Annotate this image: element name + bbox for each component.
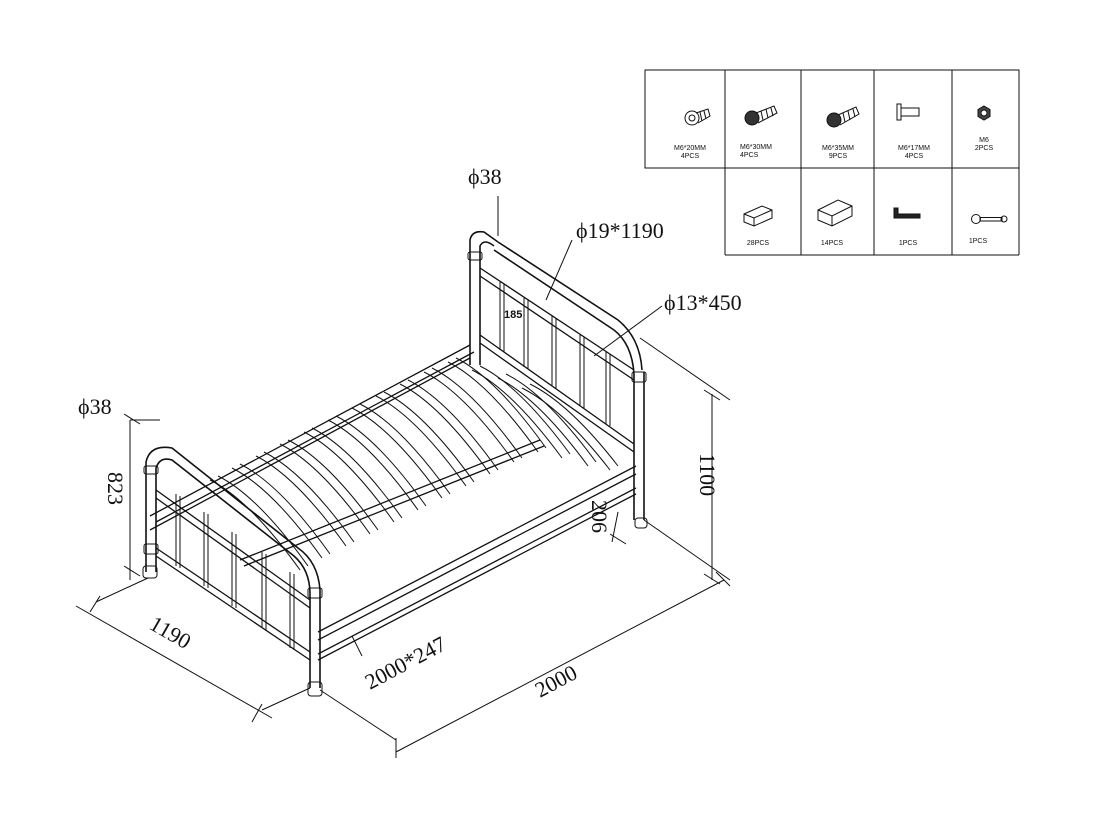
hardware-1-size: M6*20MM: [674, 145, 706, 152]
hardware-4-size: M6*17MM: [898, 145, 930, 152]
bolt-icon: [744, 105, 778, 126]
clearance-206-label: 206: [587, 500, 612, 533]
slat-cap-large-icon: [817, 199, 853, 227]
head-spindle-dimension-label: ϕ13*450: [664, 290, 742, 315]
length-2000-label: 2000: [531, 660, 582, 703]
hardware-table: [644, 69, 1020, 256]
hardware-2-size: M6*30MM: [740, 144, 772, 151]
hardware-5-qty: 2PCS: [975, 145, 994, 152]
hardware-9-qty: 1PCS: [969, 238, 988, 245]
hardware-4-qty: 4PCS: [905, 153, 924, 160]
slat-cap-small-icon: [743, 205, 773, 227]
bed-frame: [142, 230, 648, 697]
bolt-icon: [684, 108, 711, 126]
width-1190-label: 1190: [146, 611, 196, 654]
hardware-2-qty: 4PCS: [740, 152, 759, 159]
headboard: [467, 230, 648, 529]
hardware-5-size: M6: [979, 137, 989, 144]
head-post-diameter-label: ϕ38: [468, 164, 502, 189]
foot-height-823-label: 823: [103, 472, 128, 505]
wrench-icon: [971, 214, 1008, 224]
dimension-lines: [75, 196, 731, 758]
hardware-3-size: M6*35MM: [822, 145, 854, 152]
barrel-nut-icon: [896, 103, 920, 121]
hardware-3-qty: 9PCS: [829, 153, 848, 160]
hardware-8-qty: 1PCS: [899, 240, 918, 247]
bolt-icon: [826, 106, 860, 128]
allen-key-icon: [893, 207, 921, 219]
hardware-1-qty: 4PCS: [681, 153, 700, 160]
hex-nut-icon: [977, 105, 991, 121]
hardware-6-qty: 28PCS: [747, 240, 770, 247]
footboard: [142, 446, 323, 697]
head-rail-dimension-label: ϕ19*1190: [576, 218, 664, 243]
dimension-185-label: 185: [504, 309, 522, 321]
hardware-7-qty: 14PCS: [821, 240, 844, 247]
foot-post-diameter-label: ϕ38: [78, 394, 112, 419]
height-1100-label: 1100: [695, 453, 720, 496]
slat-dimension-label: 2000*247: [361, 631, 450, 694]
